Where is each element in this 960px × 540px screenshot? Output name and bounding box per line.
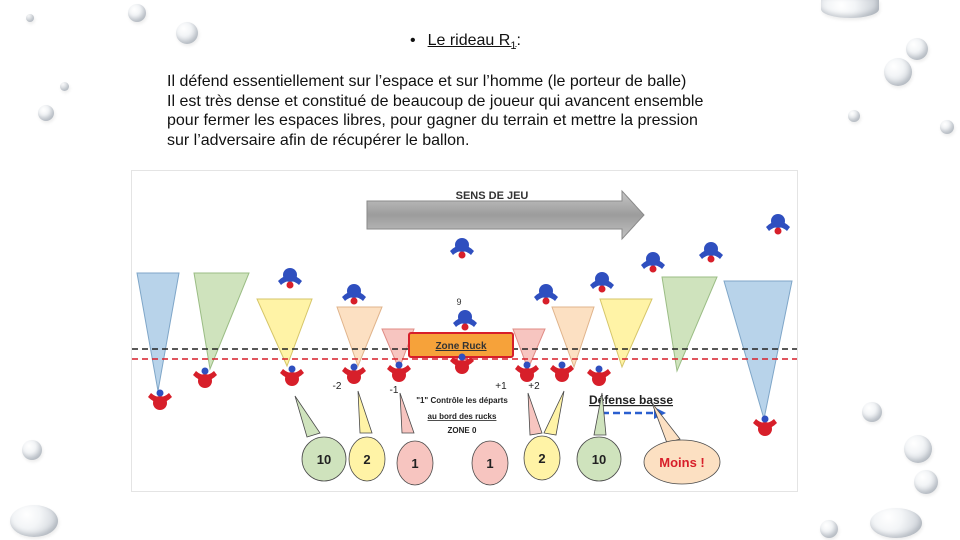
attacker-players xyxy=(278,214,790,331)
water-drop xyxy=(26,14,34,22)
defender xyxy=(342,363,366,384)
bubble-number: 1 xyxy=(411,456,418,471)
cone-orange-right xyxy=(551,306,595,369)
number-bubble: 1 xyxy=(471,440,509,486)
water-drop xyxy=(60,82,69,91)
water-drop xyxy=(862,402,882,422)
callout-tail xyxy=(527,392,543,436)
water-drop xyxy=(820,520,838,538)
gap-label-plus1: +1 xyxy=(495,381,507,392)
bubble-number: 2 xyxy=(363,452,370,467)
paragraph-line: pour fermer les espaces libres, pour gag… xyxy=(167,112,698,129)
bullet: • xyxy=(410,32,416,49)
number-bubble: 1 xyxy=(396,440,434,486)
scrum-half-number: 9 xyxy=(456,297,461,307)
attacker xyxy=(641,252,665,273)
defender xyxy=(280,365,304,386)
defense-diagram: SENS DE JEU Zone Ruck 9 xyxy=(131,170,798,492)
number-bubble: 10 xyxy=(301,436,347,482)
bubble-number: 2 xyxy=(538,451,545,466)
callout-tail xyxy=(357,390,373,434)
attacker xyxy=(342,284,366,305)
attacker xyxy=(699,242,723,263)
bubble-number: 1 xyxy=(486,456,493,471)
gap-label-minus2: -2 xyxy=(333,381,342,392)
title-subscript: 1 xyxy=(510,40,517,53)
defense-diagram-svg: SENS DE JEU Zone Ruck 9 xyxy=(132,189,797,486)
defender-players xyxy=(148,353,777,436)
bubble-number: 10 xyxy=(317,452,331,467)
cone-blue-left xyxy=(136,272,180,392)
paragraph-line: Il est très dense et constitué de beauco… xyxy=(167,92,704,110)
gap-label-minus1: -1 xyxy=(390,385,399,396)
callout-tail xyxy=(294,395,321,438)
attacker xyxy=(450,238,474,259)
defender xyxy=(550,361,574,382)
water-drop xyxy=(904,435,932,463)
number-bubble: 10 xyxy=(576,436,622,482)
cone-orange-left xyxy=(336,306,383,368)
defender xyxy=(450,353,474,374)
defender xyxy=(387,361,411,382)
control-text-line3: ZONE 0 xyxy=(448,426,477,435)
attacker xyxy=(534,284,558,305)
title-colon: : xyxy=(516,32,521,49)
water-drop xyxy=(870,508,922,538)
water-drop xyxy=(906,38,928,60)
defender xyxy=(587,365,611,386)
gap-label-plus2: +2 xyxy=(528,381,540,392)
water-drop xyxy=(38,105,54,121)
water-drop xyxy=(22,440,42,460)
callout-tail xyxy=(543,390,565,436)
attacker xyxy=(453,310,477,331)
description-paragraph: Il défend essentiellement sur l’espace e… xyxy=(167,72,807,150)
less-label: Moins ! xyxy=(659,455,705,470)
less-bubble: Moins ! xyxy=(643,439,721,485)
water-drop xyxy=(176,22,198,44)
cone-green-right xyxy=(661,276,718,373)
paragraph-line: sur l’adversaire afin de récupérer le ba… xyxy=(167,131,470,149)
water-drop xyxy=(128,4,146,22)
attacker xyxy=(590,272,614,293)
number-bubble: 2 xyxy=(348,436,386,482)
direction-label: SENS DE JEU xyxy=(456,190,529,202)
attacker xyxy=(278,268,302,289)
water-drop xyxy=(940,120,954,134)
slide-title: • Le rideau R1: xyxy=(410,32,521,52)
cone-green-left xyxy=(193,272,250,371)
water-drop xyxy=(10,505,58,537)
callout-tail xyxy=(593,392,607,436)
defender xyxy=(193,367,217,388)
callout-tail xyxy=(651,402,681,444)
paragraph-line: Il défend essentiellement sur l’espace e… xyxy=(167,73,687,90)
number-bubble: 2 xyxy=(523,435,561,481)
water-drop xyxy=(821,0,879,18)
control-text-line1: "1" Contrôle les départs xyxy=(416,396,508,405)
play-direction-arrow xyxy=(366,189,645,241)
water-drop xyxy=(848,110,860,122)
cone-blue-right xyxy=(723,280,793,420)
cone-yellow-right xyxy=(599,298,653,369)
water-drop xyxy=(884,58,912,86)
ruck-zone-label: Zone Ruck xyxy=(435,341,487,352)
control-text-line2: au bord des rucks xyxy=(428,412,497,421)
defender xyxy=(515,361,539,382)
callout-tail xyxy=(399,392,415,434)
cone-yellow-left xyxy=(256,298,313,368)
defender xyxy=(753,415,777,436)
water-drop xyxy=(914,470,938,494)
attacker xyxy=(766,214,790,235)
title-text: Le rideau R xyxy=(427,32,511,49)
bubble-number: 10 xyxy=(592,452,606,467)
defender xyxy=(148,389,172,410)
